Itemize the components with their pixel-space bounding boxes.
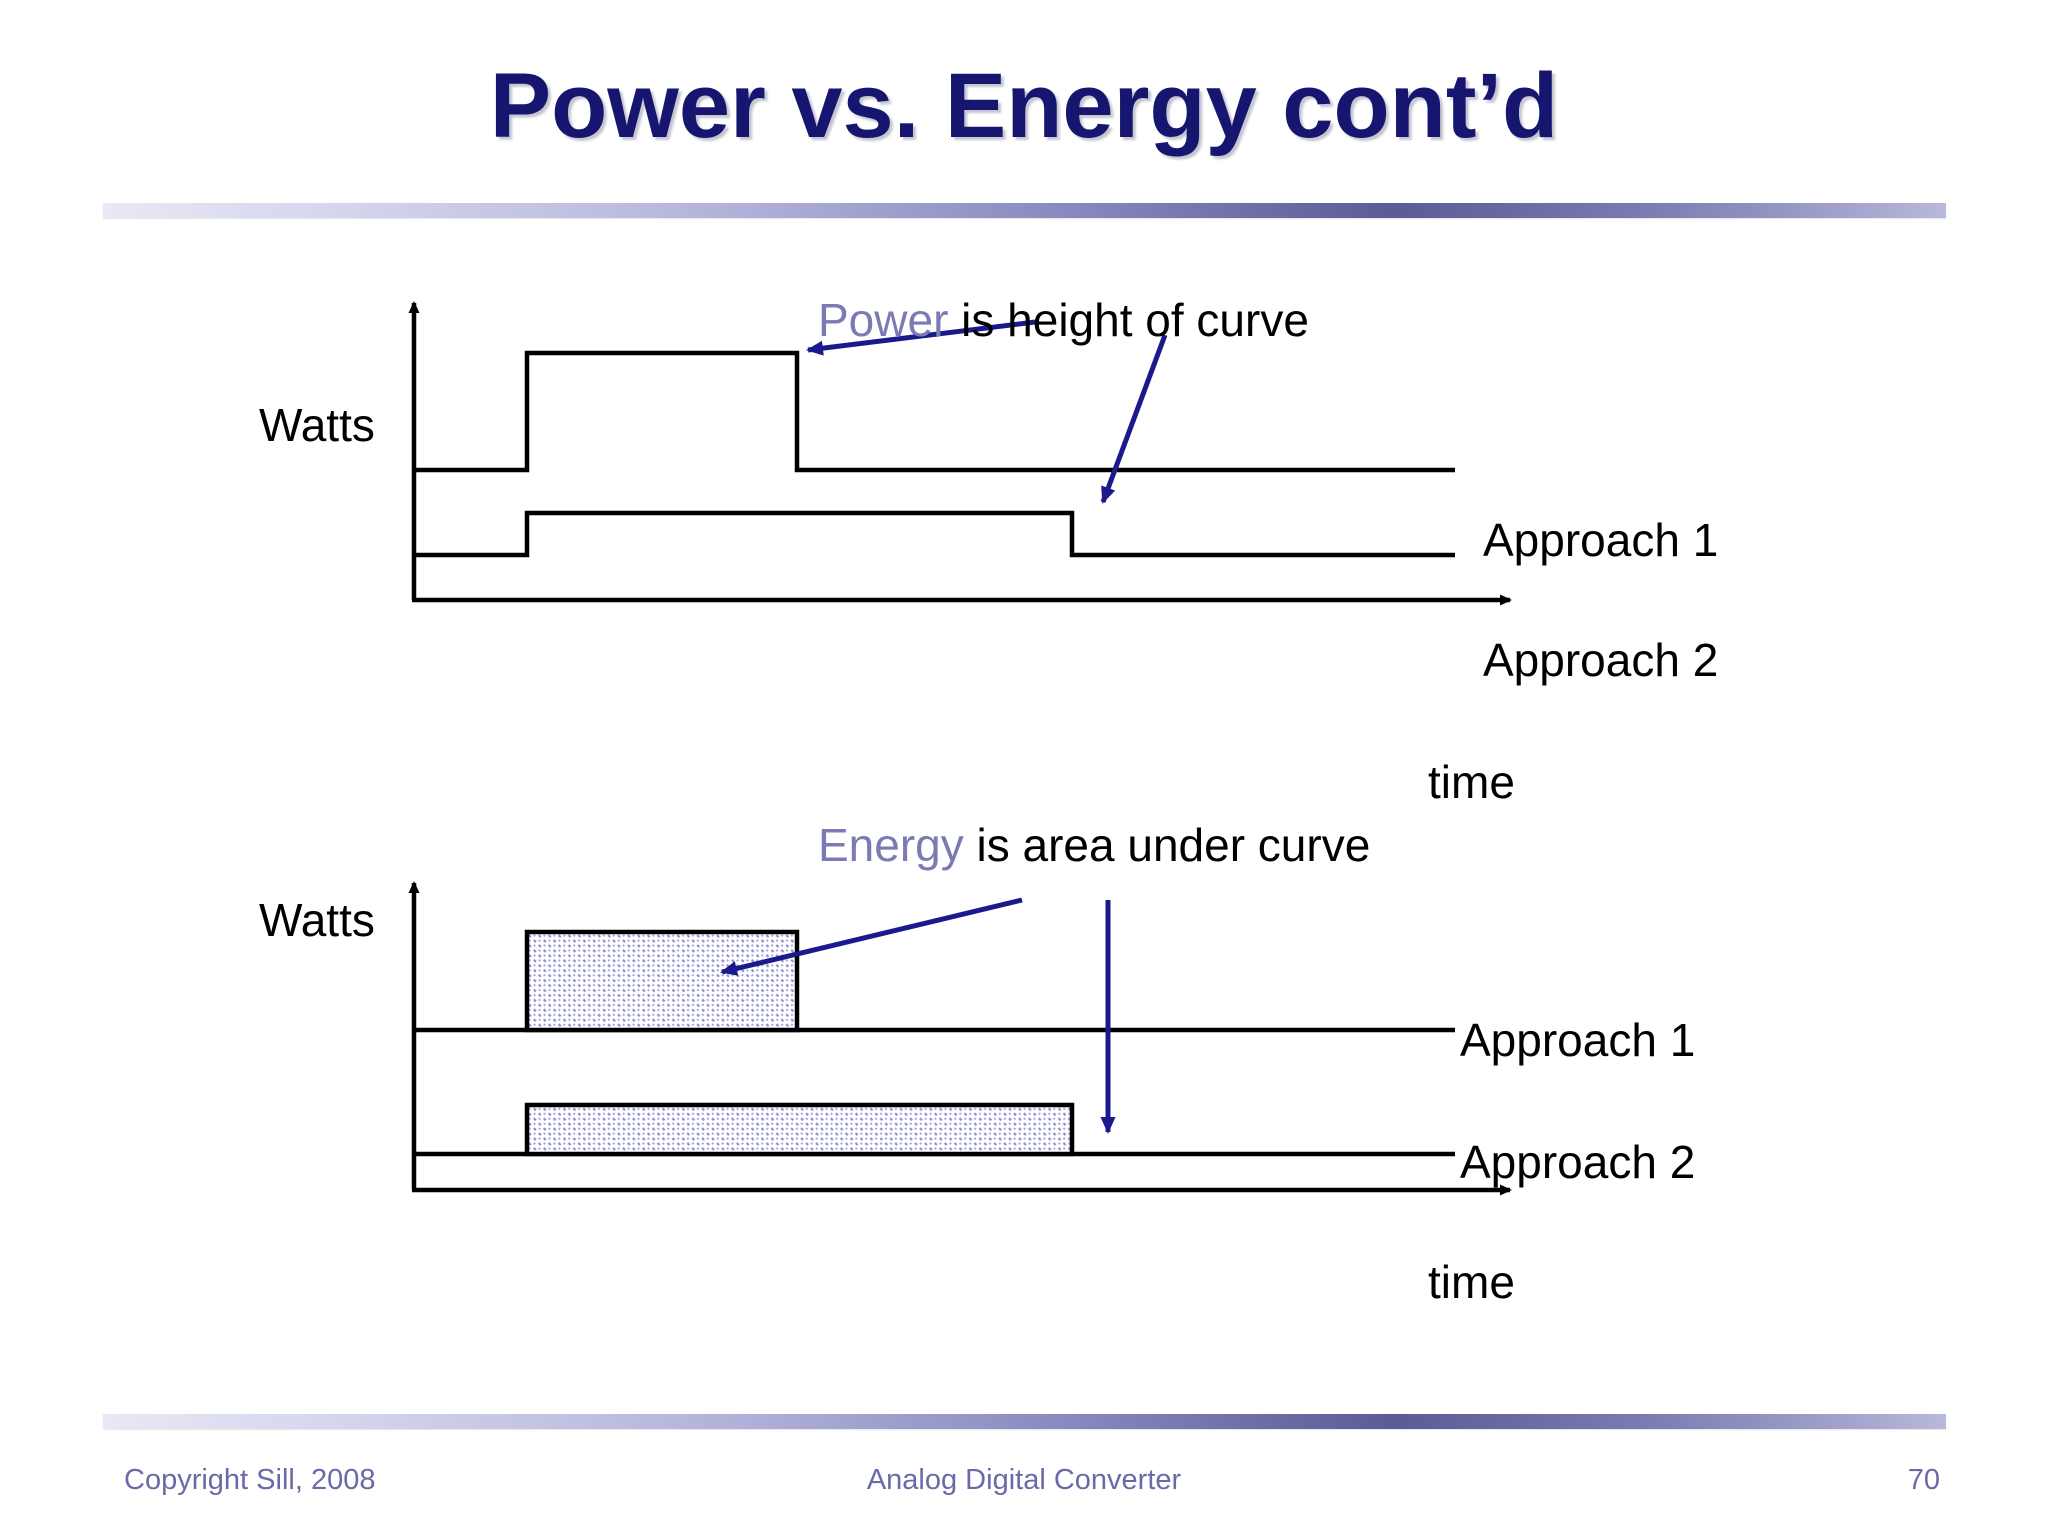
power-curve-approach-1 <box>414 350 1455 473</box>
energy-annotation-arrow-1 <box>720 897 1023 976</box>
page-title: Power vs. Energy cont’d <box>489 55 1559 157</box>
power-caption-rest: is height of curve <box>948 294 1309 346</box>
energy-caption: Energy is area under curve <box>818 818 1370 872</box>
power-caption: Power is height of curve <box>818 293 1309 347</box>
energy-caption-keyword: Energy <box>818 819 964 871</box>
energy-caption-rest: is area under curve <box>963 819 1371 871</box>
power-chart-label-approach-2: Approach 2 <box>1483 634 1719 686</box>
power-chart <box>0 280 2048 640</box>
footer-copyright: Copyright Sill, 2008 <box>124 1464 376 1496</box>
energy-chart-x-axis-label: time <box>1428 1256 1515 1308</box>
footer-page-number: 70 <box>1907 1464 1940 1496</box>
power-chart-x-axis-label: time <box>1428 756 1515 808</box>
divider-bottom <box>103 1414 1946 1429</box>
power-chart-y-axis-label: Watts <box>259 399 375 451</box>
power-chart-label-approach-1: Approach 1 <box>1483 514 1719 566</box>
energy-chart-svg <box>408 881 1512 1196</box>
divider-top <box>103 203 1946 218</box>
power-chart-svg <box>408 301 1512 606</box>
power-annotation-arrow-1 <box>806 319 1036 356</box>
energy-chart-label-approach-2: Approach 2 <box>1460 1136 1696 1188</box>
power-annotation-arrow-2 <box>1100 334 1168 504</box>
energy-area-approach-2 <box>524 1102 1075 1157</box>
energy-chart-y-axis-label: Watts <box>259 894 375 946</box>
power-caption-keyword: Power <box>818 294 949 346</box>
energy-area-approach-1 <box>524 929 800 1033</box>
energy-chart-label-approach-1: Approach 1 <box>1460 1014 1696 1066</box>
power-curve-approach-2 <box>414 510 1455 558</box>
energy-chart <box>0 860 2048 1230</box>
footer-course-title: Analog Digital Converter <box>866 1464 1182 1496</box>
